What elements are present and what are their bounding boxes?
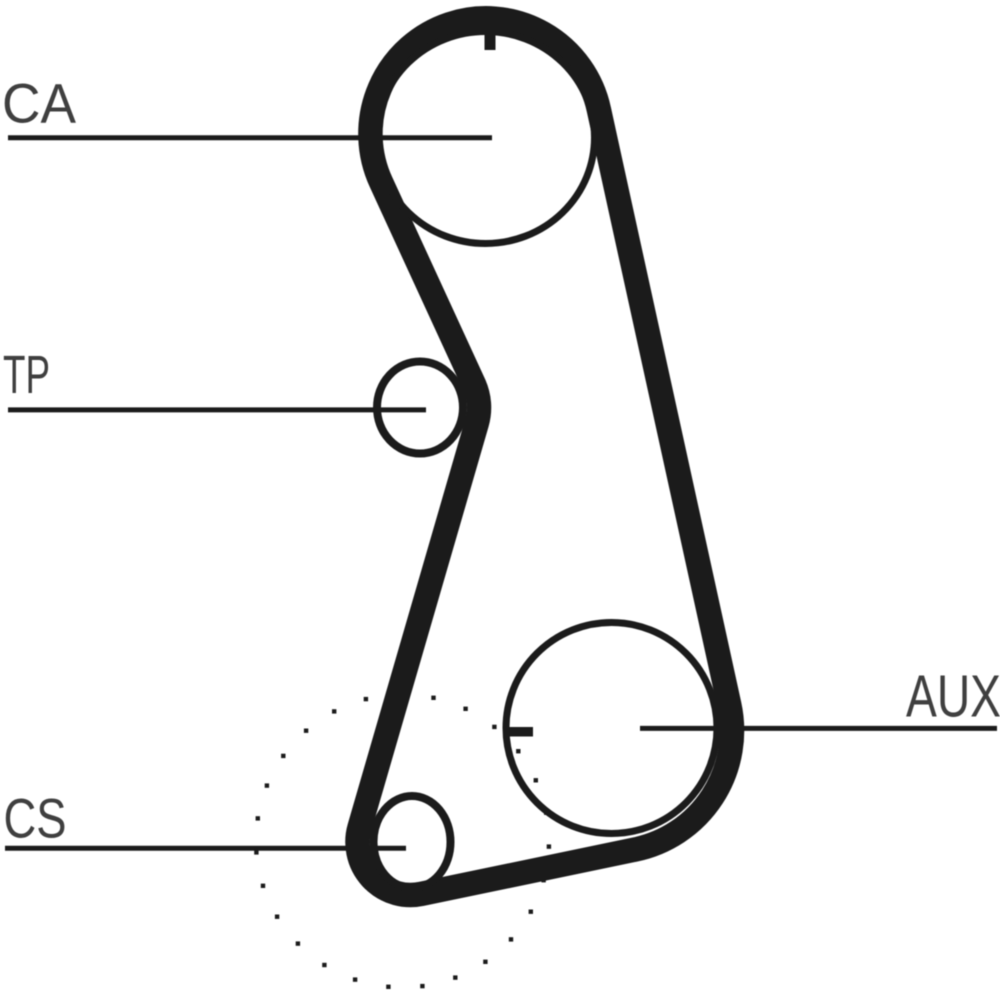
svg-text:CA: CA bbox=[2, 73, 76, 135]
svg-text:AUX: AUX bbox=[906, 663, 1000, 730]
svg-text:TP: TP bbox=[3, 345, 50, 405]
svg-text:CS: CS bbox=[4, 787, 67, 850]
